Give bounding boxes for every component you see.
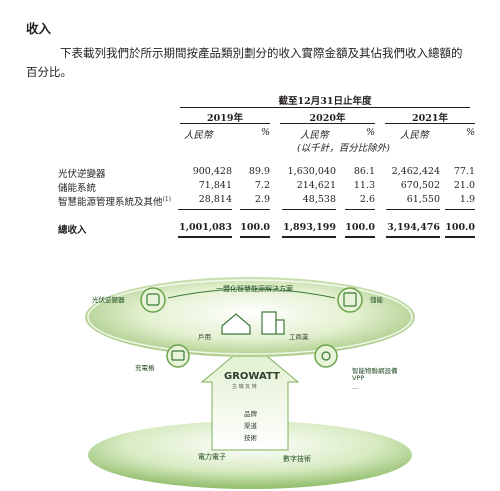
year-2020: 2020年 xyxy=(309,113,346,124)
storage-icon xyxy=(337,287,363,313)
subtotal-rule xyxy=(178,209,232,210)
smart-device-glyph xyxy=(321,351,331,361)
base-platform xyxy=(88,421,412,489)
subtotal-rule xyxy=(240,209,270,210)
cell-2020-pct: 11.3 xyxy=(353,180,375,191)
currency-2021: 人民幣 xyxy=(400,130,429,141)
digital-tech-label: 數字技術 xyxy=(283,455,311,463)
subtotal-rule xyxy=(282,209,336,210)
currency-2019: 人民幣 xyxy=(184,130,213,141)
revenue-table: 截至12月31日止年度 2019年 2020年 2021年 人民幣 % 人民幣 … xyxy=(58,96,475,238)
cell-2021-amount: 2,462,424 xyxy=(391,166,440,177)
total-2021-amount: 3,194,476 xyxy=(387,222,440,233)
row-label-storage: 儲能系統 xyxy=(58,183,97,194)
cell-2021-amount: 61,550 xyxy=(406,194,440,205)
cell-2021-pct: 1.9 xyxy=(459,194,475,205)
ellipsis-label: ... xyxy=(352,383,359,391)
cell-2020-amount: 1,630,040 xyxy=(287,166,336,177)
year-rule-2021 xyxy=(385,123,475,124)
base-brand: 品牌 xyxy=(244,410,257,418)
commercial-label: 工商業 xyxy=(289,333,309,341)
base-channel: 渠道 xyxy=(244,422,257,430)
diagram-graphics: GROWATT 古 瑞 瓦 特 xyxy=(85,277,415,489)
pv-inverter-icon xyxy=(140,287,166,313)
power-electronics-label: 電力電子 xyxy=(198,453,226,461)
charger-glyph xyxy=(171,350,185,361)
period-header: 截至12月31日止年度 xyxy=(278,96,372,107)
storage-label: 儲能 xyxy=(370,296,383,304)
cell-2019-amount: 28,814 xyxy=(198,194,232,205)
storage-glyph xyxy=(343,292,357,307)
cell-2019-amount: 900,428 xyxy=(192,166,232,177)
cell-2019-pct: 89.9 xyxy=(248,166,270,177)
top-platform-rim xyxy=(87,279,413,355)
pv-inverter-label: 光伏逆變器 xyxy=(92,296,125,304)
total-rule xyxy=(445,236,475,238)
charger-label: 充電樁 xyxy=(135,364,155,372)
cell-2019-amount: 71,841 xyxy=(198,180,232,191)
total-2019-amount: 1,001,083 xyxy=(179,222,232,233)
growatt-logo: GROWATT xyxy=(224,371,280,382)
upward-arrow xyxy=(200,341,300,451)
intro-line-1: 下表載列我們於所示期間按產品類別劃分的收入實際金額及其佔我們收入總額的 xyxy=(60,46,463,60)
total-2020-amount: 1,893,199 xyxy=(283,222,336,233)
total-rule xyxy=(345,236,375,238)
row-label-text: 智慧能源管理系統及其他 xyxy=(58,197,163,208)
subtotal-rule xyxy=(386,209,440,210)
total-2020-pct: 100.0 xyxy=(345,222,375,233)
cell-2021-pct: 21.0 xyxy=(453,180,475,191)
row-label-pv-inverter: 光伏逆變器 xyxy=(58,169,106,180)
cell-2020-amount: 214,621 xyxy=(296,180,336,191)
building-icon xyxy=(261,311,277,335)
growatt-logo-sub: 古 瑞 瓦 特 xyxy=(232,383,257,390)
footnote-marker: (1) xyxy=(162,195,172,203)
intro-paragraph: 下表載列我們於所示期間按產品類別劃分的收入實際金額及其佔我們收入總額的 百分比。 xyxy=(26,44,476,82)
cell-2020-pct: 2.6 xyxy=(359,194,375,205)
currency-2020: 人民幣 xyxy=(300,130,329,141)
year-2021: 2021年 xyxy=(412,113,448,124)
house-icon xyxy=(221,313,251,335)
vpp-label: VPP xyxy=(352,374,365,382)
smart-device-icon xyxy=(314,344,338,368)
total-rule xyxy=(386,236,440,238)
pv-inverter-glyph xyxy=(146,293,160,306)
cell-2020-amount: 48,538 xyxy=(302,194,336,205)
cell-2020-pct: 86.1 xyxy=(353,166,375,177)
section-heading: 收入 xyxy=(26,21,52,36)
percent-2021: % xyxy=(465,127,475,138)
top-title: 一體化智慧能源解決方案 xyxy=(216,285,293,293)
intro-line-2: 百分比。 xyxy=(26,65,72,79)
row-label-total: 總收入 xyxy=(58,225,87,236)
charger-icon xyxy=(166,344,190,368)
household-label: 戶用 xyxy=(198,333,211,341)
cell-2021-pct: 77.1 xyxy=(453,166,475,177)
year-rule-2020 xyxy=(280,123,375,124)
total-2021-pct: 100.0 xyxy=(445,222,475,233)
period-rule xyxy=(180,107,470,108)
smart-device-label: 智能物聯網設備 xyxy=(352,367,398,375)
total-rule xyxy=(240,236,270,238)
percent-2020: % xyxy=(365,127,375,138)
top-arc-line xyxy=(167,288,336,299)
cell-2021-amount: 670,502 xyxy=(400,180,440,191)
base-tech: 技術 xyxy=(244,434,257,442)
percent-2019: % xyxy=(260,127,270,138)
total-rule xyxy=(178,236,232,238)
total-rule xyxy=(282,236,336,238)
building-annex-icon xyxy=(275,319,285,335)
unit-note: (以千計，百分比除外) xyxy=(297,143,390,154)
total-2019-pct: 100.0 xyxy=(240,222,270,233)
subtotal-rule xyxy=(345,209,375,210)
year-2019: 2019年 xyxy=(207,113,243,124)
subtotal-rule xyxy=(445,209,475,210)
business-diagram: GROWATT 古 瑞 瓦 特 一體化智慧能源解決方案 光伏逆變器 儲能 戶用 … xyxy=(0,262,500,491)
cell-2019-pct: 7.2 xyxy=(254,180,270,191)
cell-2019-pct: 2.9 xyxy=(254,194,270,205)
row-label-smart-energy: 智慧能源管理系統及其他(1) xyxy=(58,194,171,208)
year-rule-2019 xyxy=(180,123,270,124)
